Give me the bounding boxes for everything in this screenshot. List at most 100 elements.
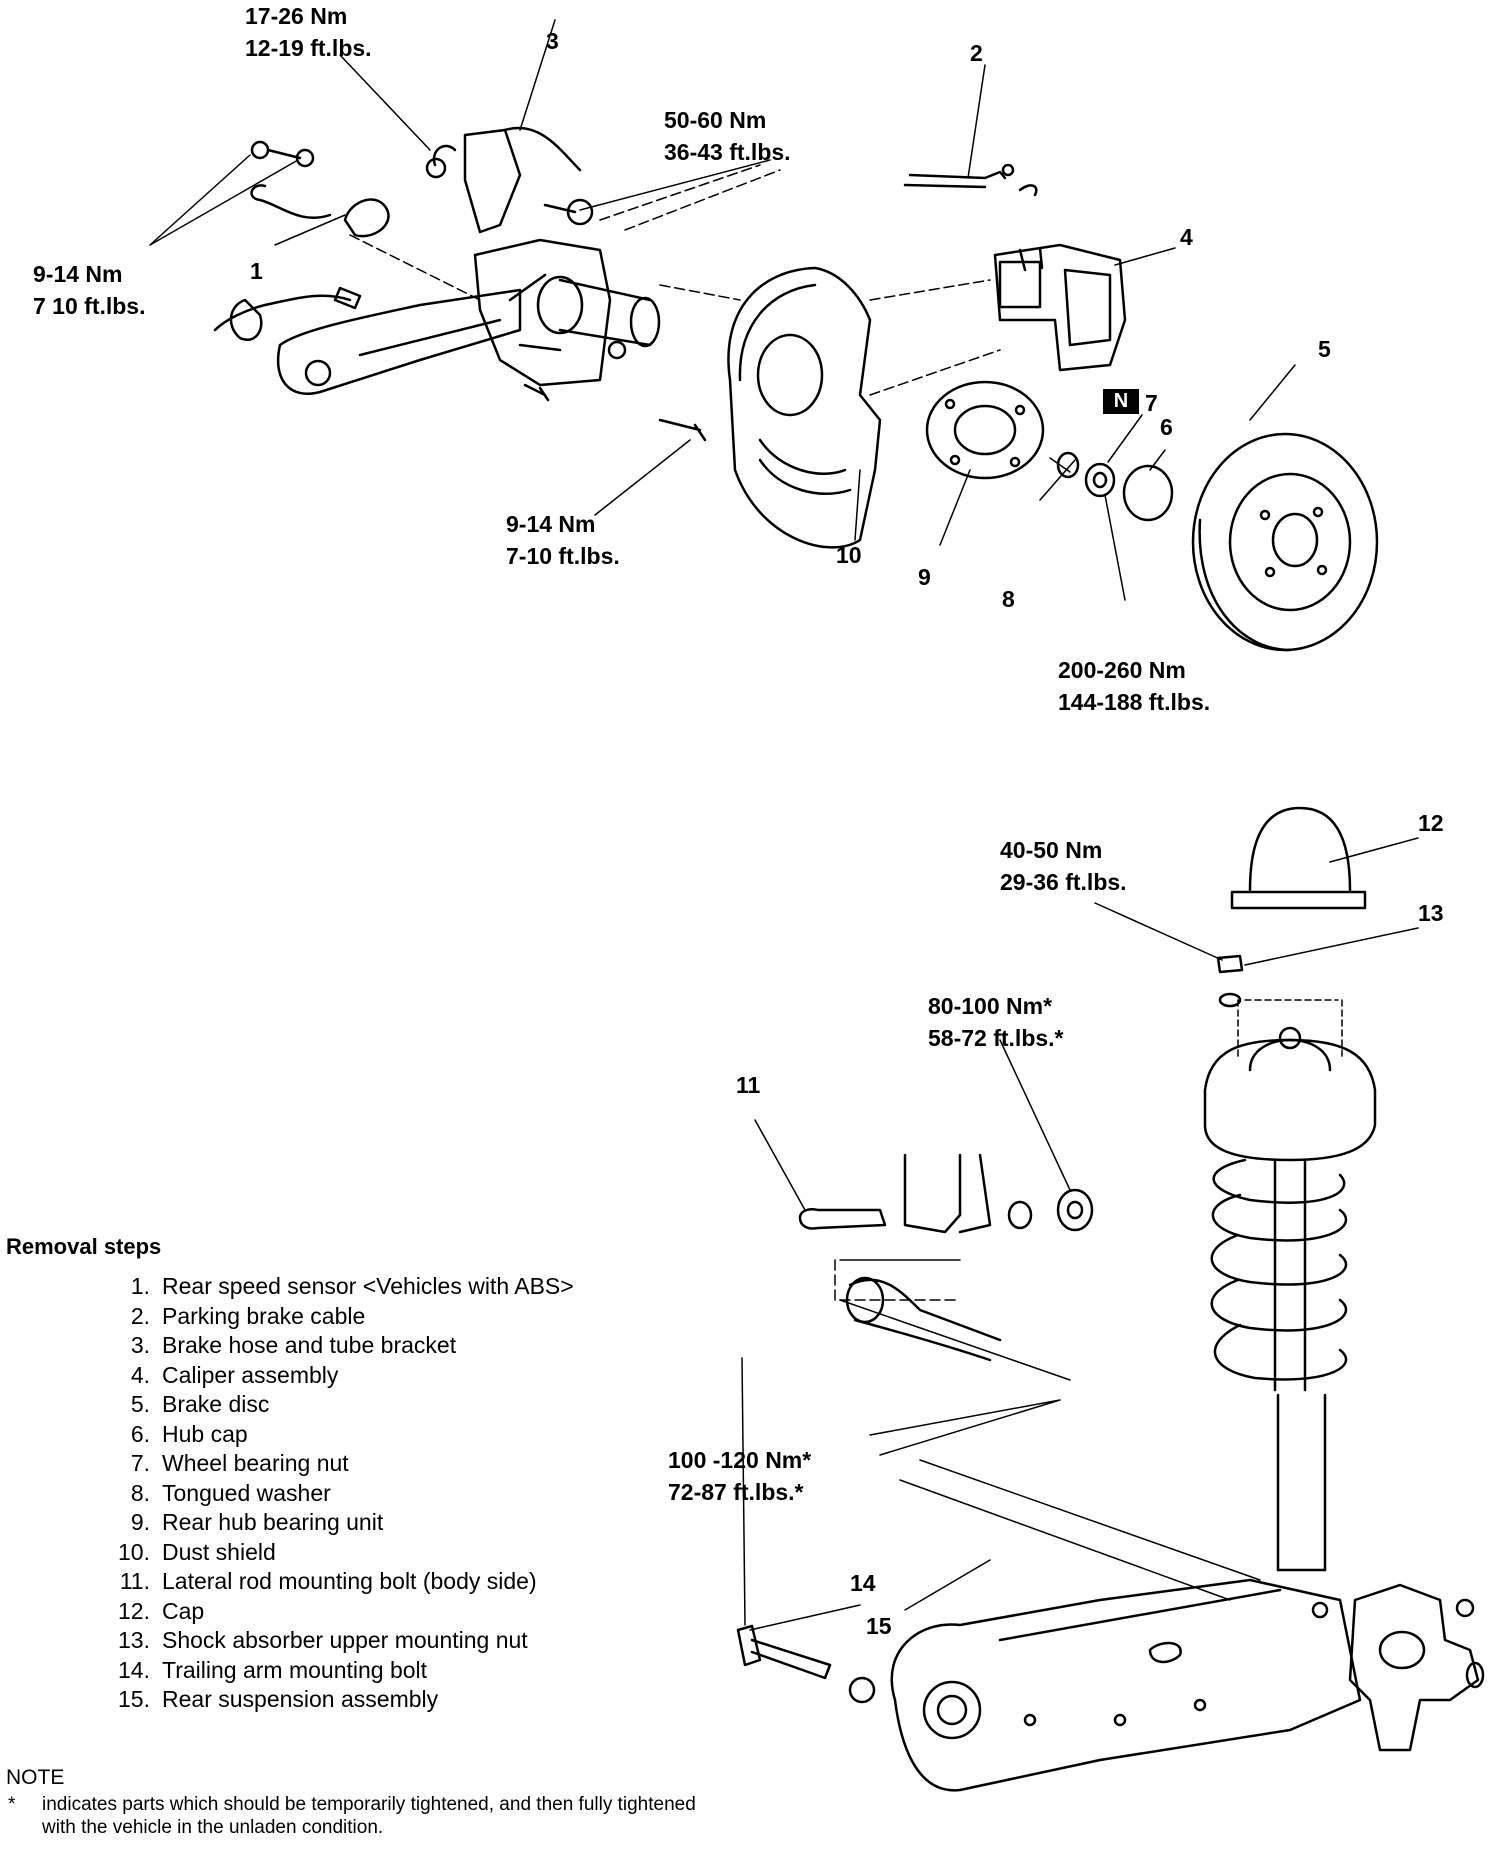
cap-part [1230, 806, 1367, 910]
shield-bolt [658, 418, 707, 442]
torque-shock-nut: 40-50 Nm 29-36 ft.lbs. [1000, 834, 1127, 898]
note-title: NOTE [6, 1766, 65, 1789]
step-text: Tongued washer [162, 1479, 331, 1506]
misc-bolt [523, 383, 550, 402]
torque-nm: 17-26 Nm [245, 3, 348, 29]
trailing-arm-bolt [736, 1624, 876, 1704]
step-text: Parking brake cable [162, 1302, 366, 1329]
callout-3: 3 [546, 28, 559, 54]
step-text: Dust shield [162, 1538, 276, 1565]
torque-ftlb: 12-19 ft.lbs. [245, 35, 372, 61]
torque-nm: 40-50 Nm [1000, 837, 1103, 863]
caliper-assembly [993, 243, 1127, 372]
torque-nm: 200-260 Nm [1058, 657, 1186, 683]
torque-nm: 9-14 Nm [506, 511, 596, 537]
step-number: 14. [118, 1656, 150, 1683]
dust-shield [727, 266, 882, 549]
step-text: Caliper assembly [162, 1361, 339, 1388]
lateral-rod [839, 1259, 1261, 1601]
removal-step: 14. Trailing arm mounting bolt [110, 1656, 574, 1686]
removal-steps-list: 1.Rear speed sensor <Vehicles with ABS> … [110, 1272, 574, 1715]
removal-step: 9.Rear hub bearing unit [110, 1508, 574, 1538]
strut-assembly [1203, 999, 1377, 1572]
note-asterisk: * [8, 1794, 16, 1815]
callout-12: 12 [1418, 810, 1444, 836]
step-number: 3. [130, 1332, 150, 1358]
step-text: Rear speed sensor <Vehicles with ABS> [162, 1273, 574, 1299]
parking-brake-cable [903, 163, 1038, 197]
step-number: 5. [130, 1391, 150, 1417]
step-number: 1. [130, 1273, 150, 1299]
trailing-arm-upper [276, 288, 522, 395]
torque-ftlb: 29-36 ft.lbs. [1000, 869, 1127, 895]
callout-9: 9 [918, 564, 931, 590]
note-text: indicates parts which should be temporar… [42, 1794, 696, 1838]
torque-ftlb: 7-10 ft.lbs. [506, 543, 620, 569]
wheel-bearing-nut [1084, 462, 1116, 498]
torque-bearing-nut: 200-260 Nm 144-188 ft.lbs. [1058, 654, 1210, 718]
step-text: Trailing arm mounting bolt [162, 1656, 428, 1683]
removal-step: 4. Caliper assembly [110, 1361, 574, 1391]
removal-step: 12.Cap [110, 1597, 574, 1627]
callout-15: 15 [866, 1613, 892, 1639]
trailing-arm-lower [890, 1578, 1362, 1792]
step-number: 15. [118, 1686, 150, 1712]
step-text: Shock absorber upper mounting nut [162, 1627, 528, 1653]
removal-step: 6.Hub cap [110, 1420, 574, 1450]
new-part-badge: N [1103, 389, 1139, 414]
step-number: 9. [130, 1509, 150, 1535]
removal-step: 2. Parking brake cable [110, 1302, 574, 1332]
torque-speed-sensor: 9-14 Nm 7 10 ft.lbs. [33, 258, 145, 322]
removal-step: 13. Shock absorber upper mounting nut [110, 1626, 574, 1656]
step-text: Rear suspension assembly [162, 1686, 439, 1712]
callout-1: 1 [250, 258, 263, 284]
step-text: Brake hose and tube bracket [162, 1332, 457, 1358]
leader-lines-top [149, 19, 1296, 601]
callout-8: 8 [1002, 586, 1015, 612]
note-row: * indicates parts which should be tempor… [8, 1793, 732, 1839]
upper-nut [1216, 954, 1244, 1008]
torque-nm: 80-100 Nm* [928, 993, 1053, 1019]
torque-nm: 100 -120 Nm* [668, 1447, 812, 1473]
step-number: 7. [130, 1450, 150, 1476]
torque-lateral-rod: 80-100 Nm* 58-72 ft.lbs.* [928, 990, 1064, 1054]
torque-trailing-arm: 100 -120 Nm* 72-87 ft.lbs.* [668, 1444, 811, 1508]
torque-caliper-bolt: 50-60 Nm 36-43 ft.lbs. [664, 104, 791, 168]
callout-7: 7 [1145, 390, 1158, 416]
step-number: 4. [130, 1361, 150, 1388]
torque-ftlb: 36-43 ft.lbs. [664, 139, 791, 165]
step-number: 8. [130, 1479, 150, 1506]
torque-ftlb: 7 10 ft.lbs. [33, 293, 146, 319]
leader-lines-bottom [741, 837, 1419, 1631]
callout-14: 14 [850, 1570, 876, 1596]
callout-5: 5 [1318, 336, 1331, 362]
removal-step: 8. Tongued washer [110, 1479, 574, 1509]
removal-step: 7. Wheel bearing nut [110, 1449, 574, 1479]
removal-step: 3. Brake hose and tube bracket [110, 1331, 574, 1361]
knuckle-lower [1348, 1583, 1485, 1752]
step-text: Hub cap [162, 1420, 248, 1447]
lateral-rod-bracket [798, 1153, 1094, 1234]
step-text: Lateral rod mounting bolt (body side) [162, 1568, 537, 1594]
callout-10: 10 [836, 542, 862, 568]
step-number: 13. [118, 1627, 150, 1653]
callout-6: 6 [1160, 414, 1173, 440]
brake-disc [1191, 432, 1379, 652]
removal-steps-title: Removal steps [6, 1234, 162, 1259]
knuckle-upper [473, 238, 661, 387]
callout-13: 13 [1418, 900, 1444, 926]
removal-step: 15. Rear suspension assembly [110, 1685, 574, 1715]
removal-step: 11. Lateral rod mounting bolt (body side) [110, 1567, 574, 1597]
step-text: Wheel bearing nut [162, 1450, 349, 1476]
callout-4: 4 [1180, 224, 1193, 250]
removal-step: 5.Brake disc [110, 1390, 574, 1420]
step-number: 11. [119, 1568, 150, 1594]
torque-nm: 9-14 Nm [33, 261, 123, 287]
hose-bracket [425, 126, 594, 234]
callout-11: 11 [736, 1072, 761, 1098]
callout-2: 2 [970, 40, 983, 66]
step-number: 2. [130, 1302, 150, 1329]
step-text: Cap [162, 1597, 205, 1624]
removal-step: 1. Rear speed sensor <Vehicles with ABS> [110, 1272, 574, 1302]
